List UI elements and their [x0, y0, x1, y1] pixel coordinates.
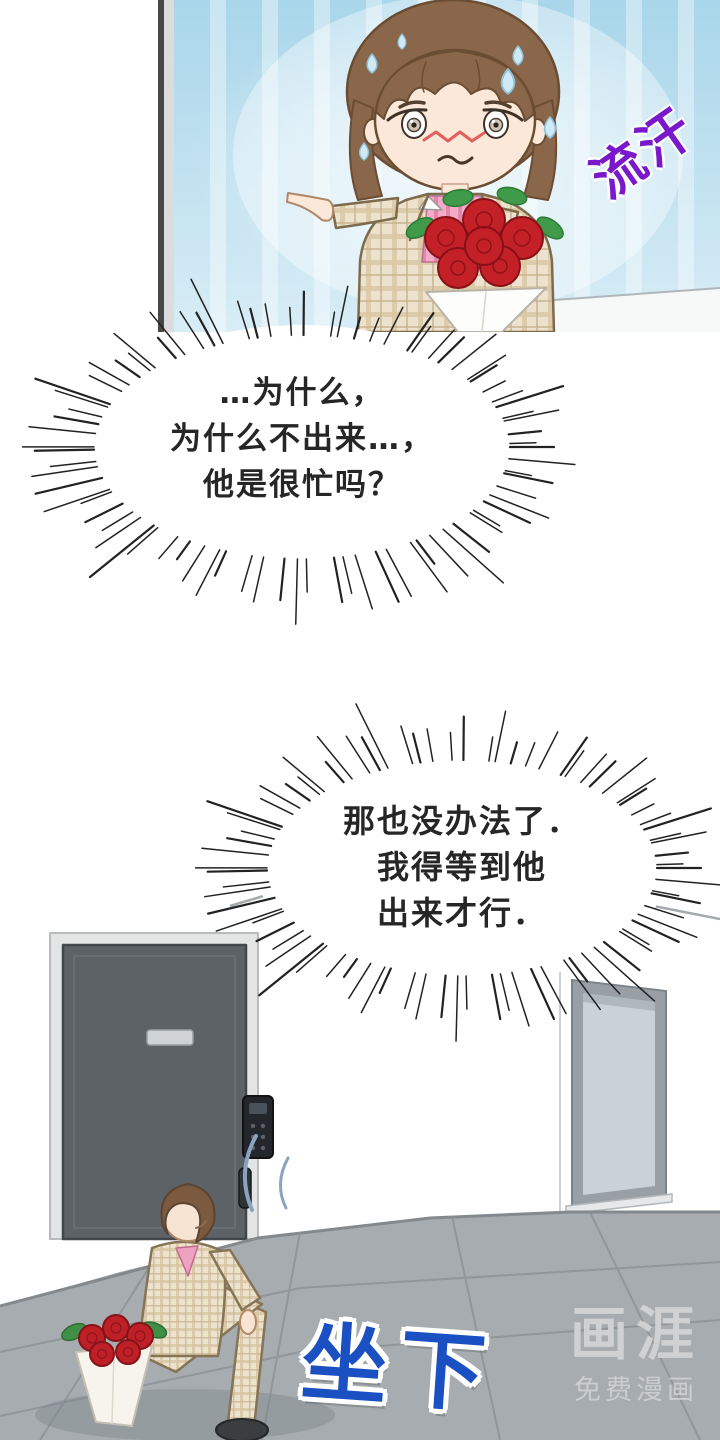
- thought-bubble-1-burst: [21, 278, 576, 625]
- bubble-1-line-3: 他是很忙吗？: [203, 467, 401, 503]
- mouth: [437, 155, 474, 165]
- sitting-man: [136, 1183, 269, 1440]
- top-panel: [158, 0, 720, 332]
- bubble-1-line-2: 为什么不出来…，: [170, 421, 434, 457]
- sweat-drops: [358, 33, 557, 161]
- bubble-2-line-1: 那也没办法了．: [342, 802, 581, 840]
- panel-frame-dark: [158, 0, 164, 332]
- chibi-character: [286, 0, 564, 332]
- rose-bouquet-held: [405, 186, 564, 332]
- wall-corner: [553, 287, 720, 332]
- thought-bubble-1-text: …为什么， 为什么不出来…， 他是很忙吗？: [92, 370, 512, 508]
- hand: [239, 1309, 257, 1335]
- thought-bubble-2-burst: [194, 703, 720, 1042]
- door-plate: [146, 1029, 194, 1046]
- bubble-2-line-2: 我得等到他: [376, 848, 547, 886]
- bubble-2-line-3: 出来才行．: [376, 894, 547, 932]
- pointing-hand: [286, 192, 335, 222]
- rose-bouquet-floor: [61, 1314, 168, 1428]
- hair: [160, 1183, 216, 1243]
- watermark-logo: 画涯: [569, 1300, 702, 1368]
- sit-sfx-text: 坐下: [298, 1312, 501, 1426]
- eyes: [386, 108, 524, 139]
- thought-bubble-2-text: 那也没办法了． 我得等到他 出来才行．: [252, 798, 672, 936]
- panel-frame-light: [164, 0, 174, 332]
- door: [49, 932, 274, 1241]
- watermark: 画涯 免费漫画: [554, 1302, 718, 1407]
- pointing-arm: [330, 196, 400, 230]
- blush-mark: [422, 130, 486, 143]
- floor-shadow: [35, 1389, 335, 1440]
- motion-lines: [242, 1134, 290, 1212]
- watermark-tagline: 免费漫画: [574, 1375, 698, 1406]
- bubble-1-line-1: …为什么，: [219, 375, 385, 411]
- character-illustration: [158, 0, 720, 332]
- door-lock-keypad: [242, 1095, 274, 1159]
- window: [565, 978, 673, 1215]
- shoe: [215, 1418, 269, 1440]
